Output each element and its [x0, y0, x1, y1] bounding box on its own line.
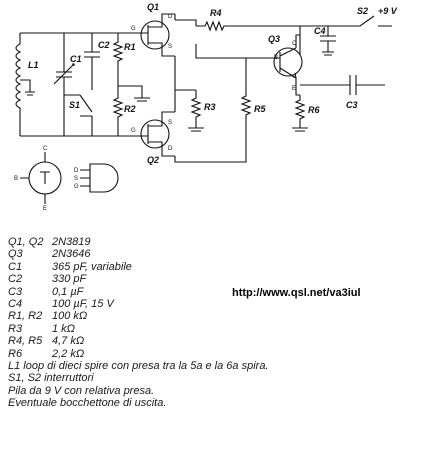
part-ref: Q3 [8, 248, 23, 261]
part-row: Q3 2N3646 [8, 248, 420, 260]
note-line: Pila da 9 V con relativa presa. [8, 384, 155, 397]
sketch-fet-drain: C [43, 146, 48, 152]
part-ref: R4, R5 [8, 335, 43, 348]
part-value: 2,2 kΩ [52, 347, 85, 360]
label-c3: C3 [346, 100, 358, 110]
label-r5: R5 [254, 104, 266, 114]
label-l1: L1 [28, 60, 39, 70]
part-row: R3 1 kΩ [8, 323, 420, 335]
circuit-schematic: Q1 Q2 Q3 R1 R2 R3 R4 R5 R6 C1 C2 C3 C4 L… [14, 2, 398, 212]
label-q1: Q1 [147, 2, 159, 12]
pin-q1-source: S [168, 44, 172, 50]
resistor-r5 [240, 78, 252, 128]
label-r4: R4 [210, 8, 222, 18]
label-r2: R2 [124, 104, 136, 114]
label-c4: C4 [314, 26, 326, 36]
pin-q1-gate: G [131, 26, 136, 32]
part-row: Q1, Q2 2N3819 [8, 236, 420, 248]
capacitor-c1 [53, 33, 75, 136]
part-ref: C1 [8, 260, 23, 273]
part-value: 365 pF, variabile [52, 260, 132, 273]
label-q2: Q2 [147, 155, 159, 165]
label-r6: R6 [308, 105, 320, 115]
part-row: R4, R5 4,7 kΩ [8, 335, 420, 347]
part-ref: C4 [8, 298, 23, 311]
pin-q3-collector: C [292, 41, 297, 47]
part-ref: Q1, Q2 [8, 236, 44, 248]
parts-list: Q1, Q2 2N3819 Q3 2N3646 C1 365 pF, variabil… [8, 236, 420, 410]
part-value: 100 µF, 15 V [52, 298, 114, 311]
sketch-bjt-source: S [74, 176, 78, 182]
part-row: C2 330 pF [8, 273, 420, 285]
capacitor-c3 [300, 75, 385, 95]
resistor-r6 [292, 95, 308, 132]
bjt-q3 [273, 47, 303, 77]
switch-s2 [328, 15, 392, 27]
sketch-bjt-gate: G [74, 184, 79, 190]
pin-q1-drain: D [168, 14, 173, 20]
label-s2: S2 [357, 6, 368, 16]
pin-q3-base: B [274, 55, 278, 61]
label-q3: Q3 [268, 34, 280, 44]
sketch-fet-emitter: E [43, 206, 47, 212]
part-value: 2N3646 [52, 248, 91, 261]
loop-coil-l1 [15, 33, 22, 136]
pin-q3-emitter: E [292, 86, 296, 92]
label-c2: C2 [98, 40, 110, 50]
switch-s1 [64, 94, 93, 136]
fet-q2 [140, 119, 170, 149]
part-value: 2N3819 [52, 236, 91, 248]
resistor-r4 [196, 20, 328, 55]
label-r3: R3 [204, 102, 216, 112]
pin-q2-source: S [168, 120, 172, 126]
part-ref: R1, R2 [8, 310, 43, 323]
source-url: http://www.qsl.net/va3iul [232, 287, 361, 299]
part-row: R1, R2 100 kΩ [8, 310, 420, 322]
label-c1: C1 [70, 54, 82, 64]
part-ref: C2 [8, 273, 23, 286]
part-value: 0,1 µF [52, 285, 84, 298]
note-line: L1 loop di dieci spire con presa tra la … [8, 360, 269, 373]
label-supply: +9 V [378, 6, 398, 16]
pin-q2-drain: D [168, 146, 173, 152]
part-value: 4,7 kΩ [52, 335, 85, 348]
part-row: R6 2,2 kΩ [8, 348, 420, 360]
label-r1: R1 [124, 42, 136, 52]
part-value: 330 pF [52, 273, 87, 286]
bjt-pinout-sketch [80, 163, 119, 193]
part-ref: R3 [8, 322, 23, 335]
label-s1: S1 [69, 100, 80, 110]
sketch-fet-base: B [14, 176, 18, 182]
part-ref: C3 [8, 285, 23, 298]
sketch-bjt-drain: D [74, 168, 79, 174]
note-line: S1, S2 interruttori [8, 372, 94, 385]
capacitor-c4 [320, 26, 336, 56]
note-line: Eventuale bocchettone di uscita. [8, 397, 167, 410]
part-row: C3 0,1 µF [8, 286, 420, 298]
part-ref: R6 [8, 347, 23, 360]
part-row: C1 365 pF, variabile [8, 261, 420, 273]
resistor-r1 [112, 33, 124, 86]
pin-q2-gate: G [131, 128, 136, 134]
part-value: 1 kΩ [52, 322, 76, 335]
part-value: 100 kΩ [52, 310, 88, 323]
fet-q1 [140, 20, 170, 50]
part-row: C4 100 µF, 15 V [8, 298, 420, 310]
capacitor-c2 [84, 33, 100, 90]
resistor-r3 [188, 90, 204, 132]
resistor-r2 [112, 86, 124, 136]
